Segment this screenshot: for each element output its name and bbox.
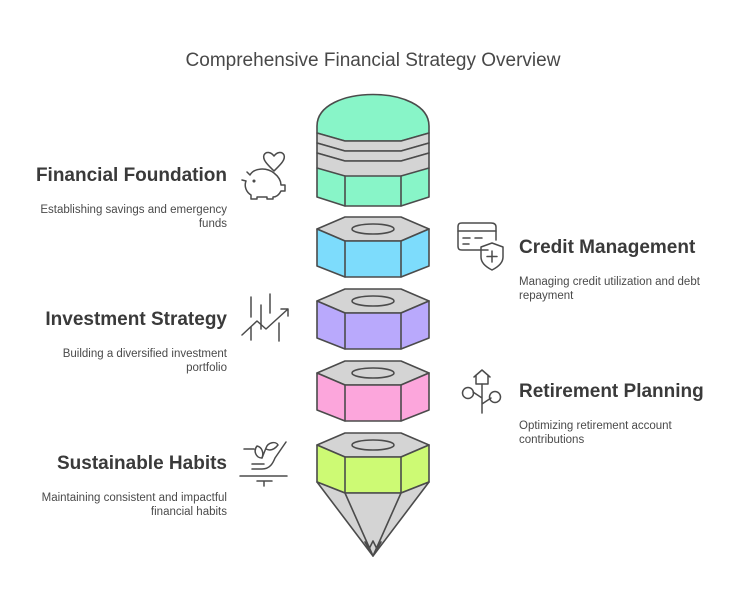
item-title-foundation: Financial Foundation <box>35 165 227 186</box>
nut-credit <box>316 216 430 278</box>
item-title-investment: Investment Strategy <box>45 309 227 330</box>
item-desc-retirement: Optimizing retirement account contributi… <box>519 420 672 446</box>
item-title-habits: Sustainable Habits <box>57 453 227 474</box>
growth-chart-icon <box>241 293 289 342</box>
page-title: Comprehensive Financial Strategy Overvie… <box>185 50 561 71</box>
piggy-bank-heart-icon <box>241 151 286 200</box>
nut-retirement <box>316 360 430 422</box>
credit-card-shield-icon <box>457 222 504 271</box>
item-desc-habits: Maintaining consistent and impactful fin… <box>41 492 227 518</box>
nut-investment <box>316 288 430 350</box>
item-desc-foundation: Establishing savings and emergency funds <box>40 204 227 230</box>
seedling-hand-icon <box>239 441 288 487</box>
item-desc-credit: Managing credit utilization and debt rep… <box>519 276 700 302</box>
item-desc-investment: Building a diversified investment portfo… <box>62 348 227 374</box>
item-title-retirement: Retirement Planning <box>519 381 704 402</box>
house-tree-icon <box>461 369 502 414</box>
washer-bottom <box>316 152 430 177</box>
bolt-head-dome <box>316 93 430 142</box>
bolt-head-foundation <box>316 93 430 207</box>
nut-habits <box>316 432 430 494</box>
item-title-credit: Credit Management <box>519 237 696 258</box>
bolt-tip <box>316 481 430 557</box>
